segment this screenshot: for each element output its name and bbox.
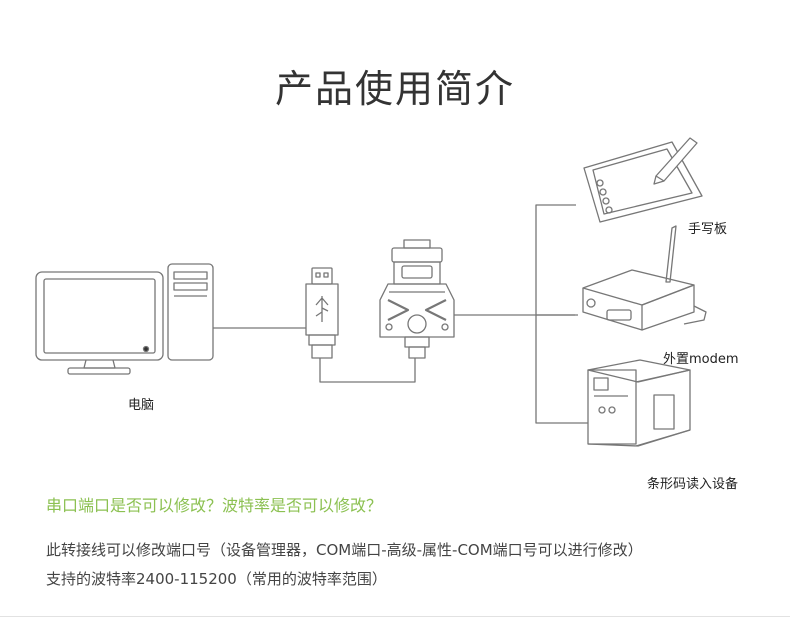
page-title: 产品使用简介 — [274, 67, 515, 111]
barcode-device-icon — [587, 359, 691, 447]
tablet-label: 手写板 — [688, 222, 728, 237]
scanner-label: 条形码读入设备 — [647, 477, 739, 492]
connection-lines — [213, 204, 588, 424]
modem-icon — [582, 225, 707, 331]
faq-answer-line-1: 此转接线可以修改端口号（设备管理器，COM端口-高级-属性-COM端口号可以进行… — [46, 541, 643, 559]
drawing-tablet-icon — [583, 137, 703, 223]
computer-tower-icon — [167, 263, 214, 361]
bottom-divider — [0, 616, 790, 617]
faq-answer-line-2: 支持的波特率2400-115200（常用的波特率范围） — [46, 570, 387, 588]
computer-label: 电脑 — [128, 398, 155, 413]
modem-label: 外置modem — [663, 352, 739, 367]
db9-connector-icon — [379, 239, 455, 359]
usb-plug-icon — [305, 267, 339, 359]
faq-question: 串口端口是否可以修改？波特率是否可以修改？ — [46, 496, 383, 515]
computer-monitor-icon — [35, 271, 164, 375]
